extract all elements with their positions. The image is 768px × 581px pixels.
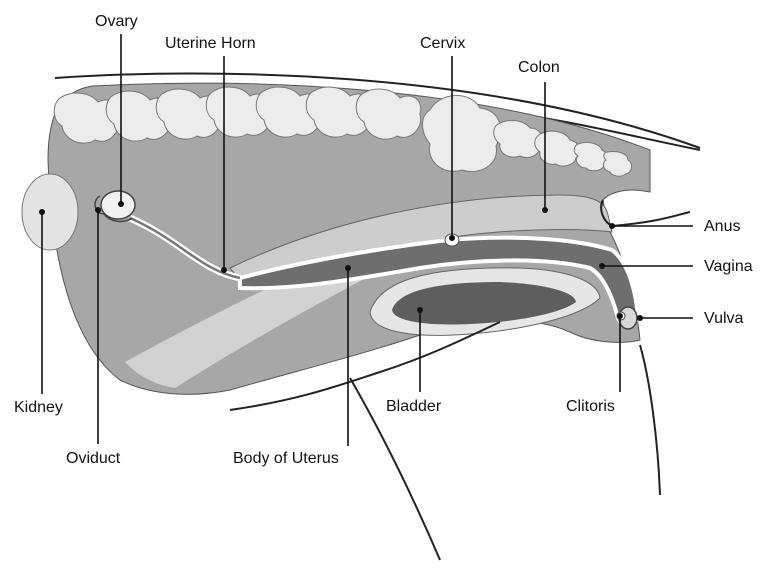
label-vulva: Vulva bbox=[704, 311, 743, 327]
label-uterine-horn: Uterine Horn bbox=[165, 36, 256, 52]
label-body-of-uterus: Body of Uterus bbox=[233, 451, 339, 467]
kidney bbox=[22, 174, 78, 250]
ovary bbox=[101, 191, 135, 219]
label-vagina: Vagina bbox=[704, 259, 753, 275]
hind-outline bbox=[640, 345, 660, 495]
anus-notch bbox=[601, 200, 690, 226]
label-oviduct: Oviduct bbox=[66, 451, 120, 467]
label-clitoris: Clitoris bbox=[566, 399, 615, 415]
label-kidney: Kidney bbox=[14, 400, 63, 416]
label-bladder: Bladder bbox=[386, 399, 441, 415]
label-ovary: Ovary bbox=[95, 14, 138, 30]
label-colon: Colon bbox=[518, 60, 560, 76]
label-cervix: Cervix bbox=[420, 36, 465, 52]
label-anus: Anus bbox=[704, 219, 740, 235]
